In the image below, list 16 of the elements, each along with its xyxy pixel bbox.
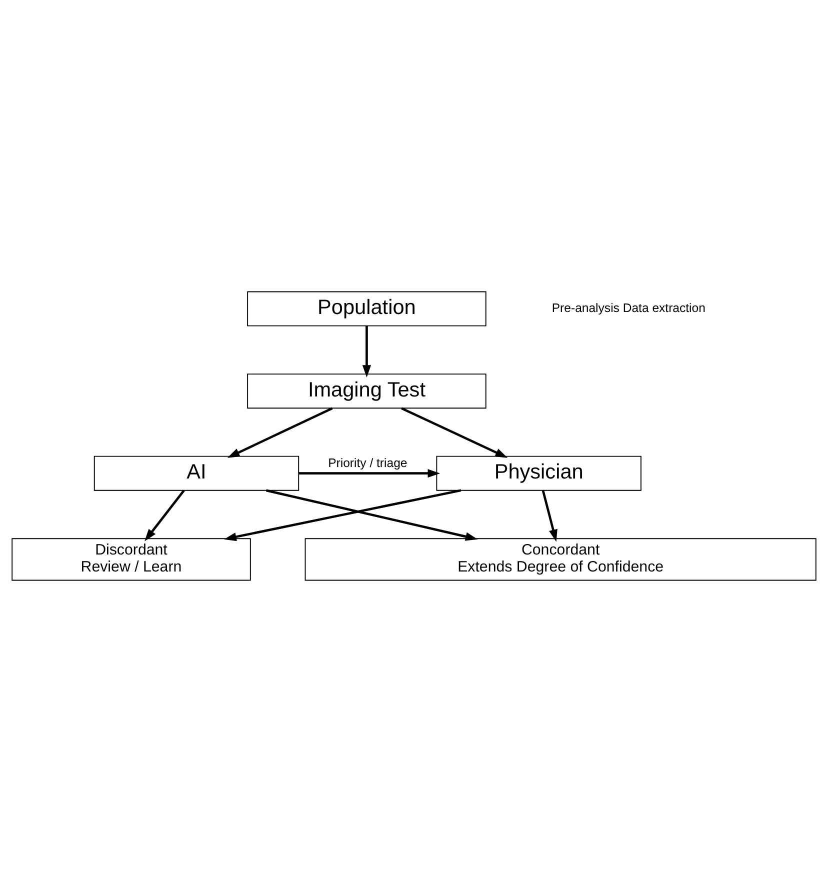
arrow: [144, 489, 185, 541]
node-box: AI: [94, 455, 300, 490]
node-box: Discordant Review / Learn: [12, 538, 251, 580]
arrow: [266, 488, 478, 540]
arrow: [298, 468, 440, 478]
edge-label: Priority / triage: [328, 456, 408, 470]
node-box: Population: [247, 290, 486, 326]
arrow: [224, 488, 462, 541]
label: Pre-analysis Data extraction: [552, 300, 706, 315]
arrow: [401, 406, 508, 458]
arrow: [362, 326, 372, 377]
node-box: Imaging Test: [247, 373, 486, 408]
arrow: [227, 406, 333, 458]
node-box: Physician: [436, 455, 642, 490]
node-box: Concordant Extends Degree of Confidence: [304, 538, 816, 580]
arrow: [542, 490, 558, 542]
